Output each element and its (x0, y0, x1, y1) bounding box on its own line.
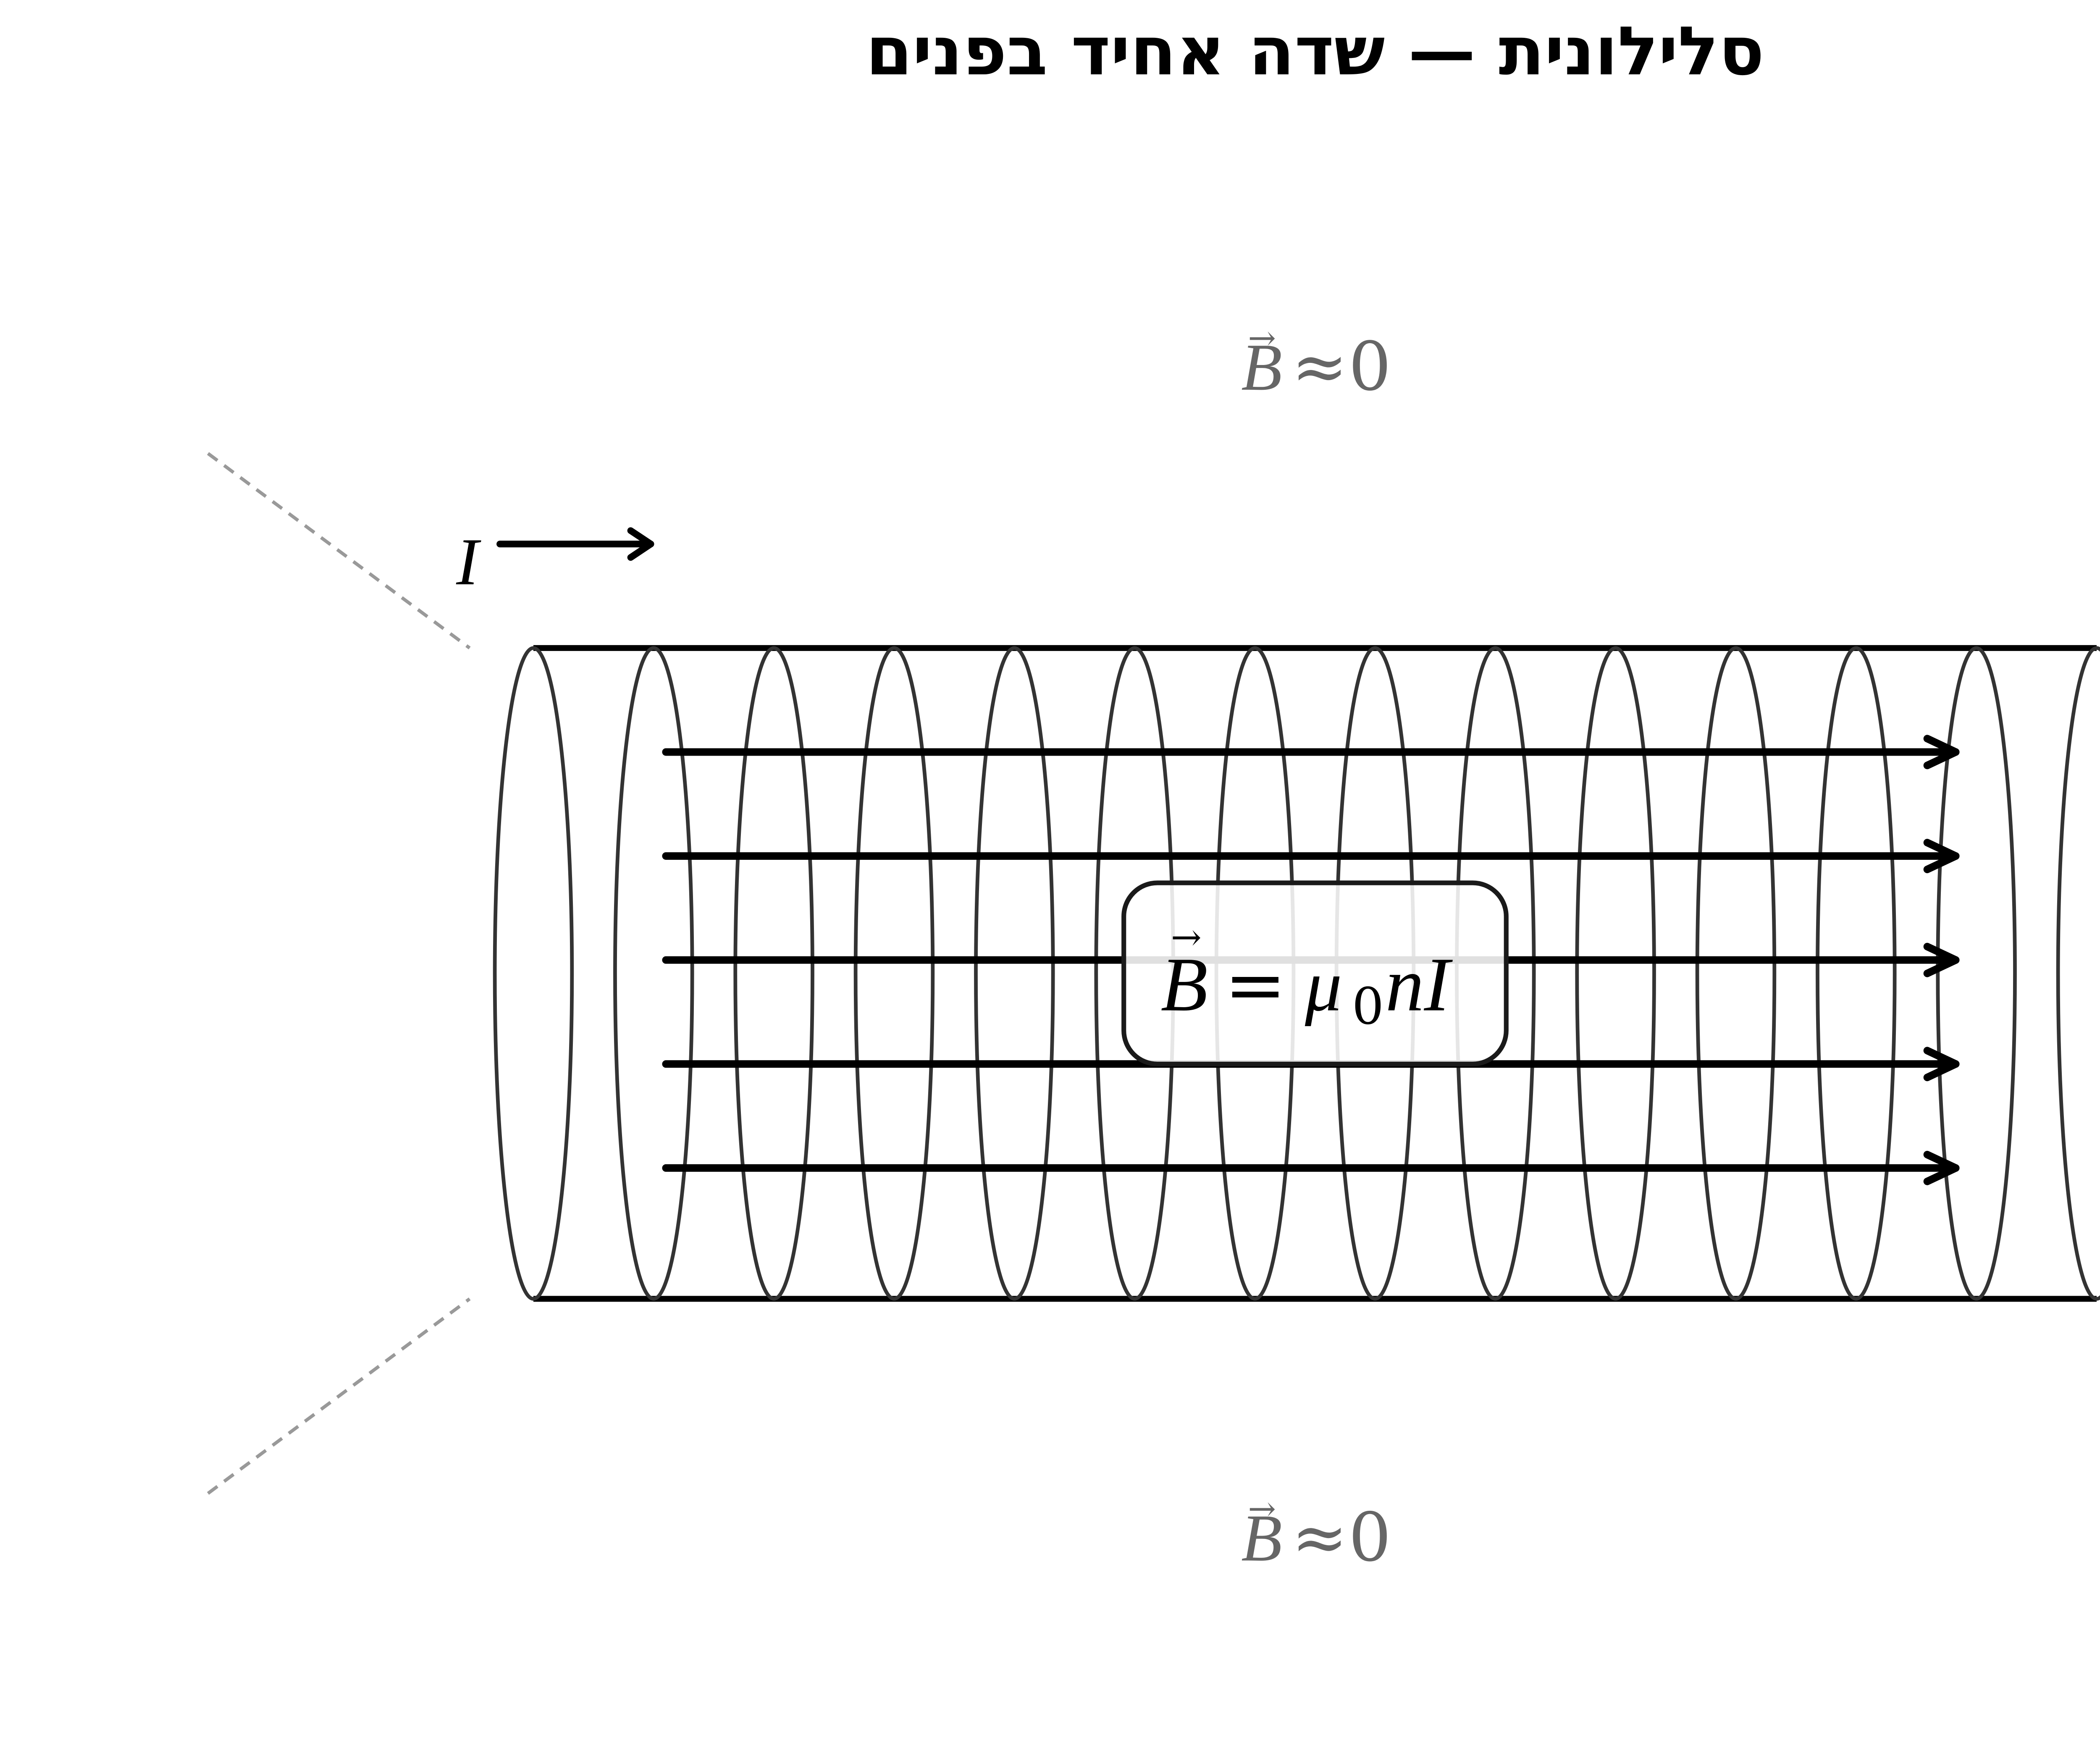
formula-subscript: 0 (1352, 977, 1384, 1036)
svg-text:B: B (1241, 1501, 1282, 1575)
vector-arrow-icon: → (1248, 318, 1276, 357)
svg-text:0: 0 (1349, 1498, 1391, 1576)
coil-turn (1816, 646, 1897, 1301)
arrowhead-icon (1923, 735, 1960, 769)
dashed-line-bottom-left (207, 1297, 471, 1495)
coil-turn (1575, 646, 1656, 1301)
formula-box: B → = μ 0 nI (1121, 880, 1509, 1066)
formula-mu: μ (1305, 945, 1342, 1027)
coil-turn (853, 646, 935, 1301)
svg-text:≈: ≈ (1292, 1498, 1348, 1576)
coil-turn (733, 646, 814, 1301)
coil-turn (493, 646, 574, 1301)
field-line (662, 839, 1960, 874)
coil-turn (1936, 646, 2017, 1301)
diagram-title: סלילונית — שדה אחיד בפנים (866, 12, 1764, 90)
current-label: I (456, 525, 481, 599)
coil-turn (613, 646, 694, 1301)
outside-field-label-top: B → ≈ 0 (1241, 318, 1391, 406)
svg-text:B: B (1241, 330, 1282, 404)
formula-lhs: B (1161, 941, 1208, 1027)
formula-rest: nI (1386, 941, 1453, 1027)
field-line (662, 735, 1960, 769)
dashed-line-top-left (207, 452, 471, 650)
arrowhead-icon (1923, 1150, 1960, 1185)
vector-arrow-icon: → (1171, 916, 1202, 959)
current-indicator: I (456, 525, 654, 599)
coil-turn (974, 646, 1055, 1301)
outside-field-label-bottom: B → ≈ 0 (1241, 1489, 1391, 1577)
arrowhead-icon (1923, 839, 1960, 874)
field-line (662, 1150, 1960, 1185)
vector-arrow-icon: → (1248, 1489, 1276, 1528)
formula-equals: = (1224, 942, 1286, 1028)
arrowhead-icon (1923, 1047, 1960, 1082)
coil-turn (1695, 646, 1777, 1301)
svg-text:≈: ≈ (1292, 328, 1348, 406)
dashed-guide-lines (207, 452, 471, 1495)
arrowhead-icon (1923, 943, 1960, 977)
svg-text:0: 0 (1349, 328, 1391, 406)
coil-turn (2056, 646, 2100, 1301)
